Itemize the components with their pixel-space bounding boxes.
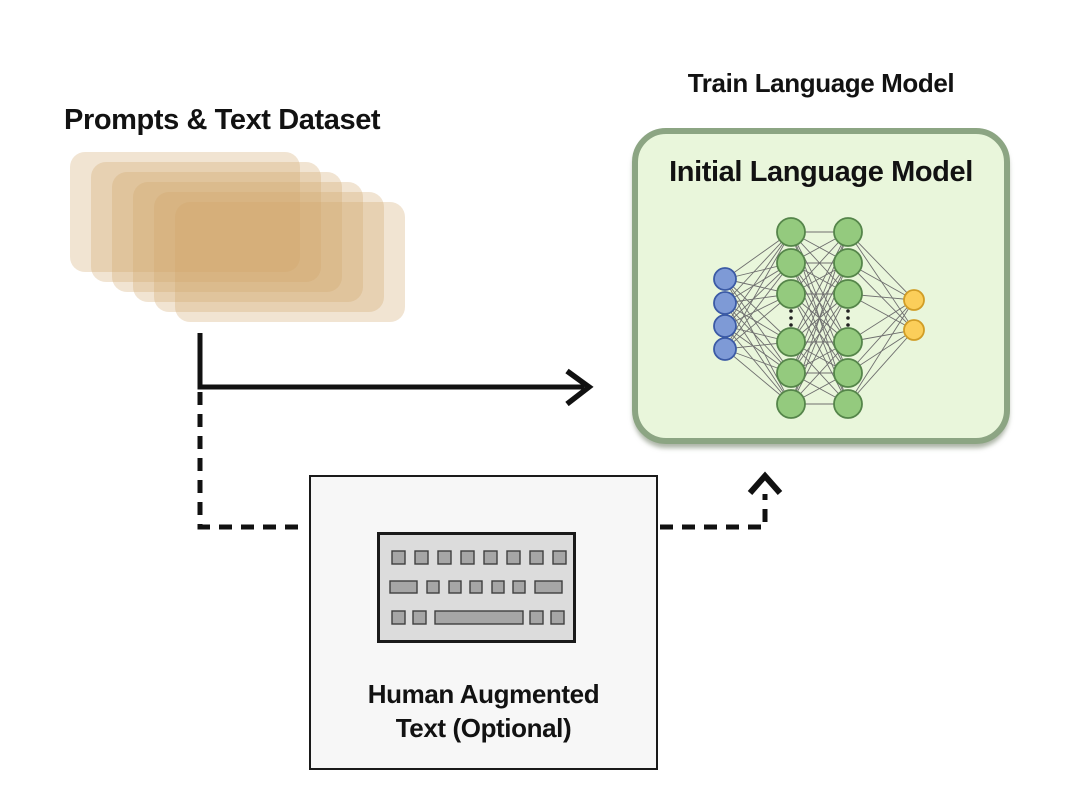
output-node	[903, 319, 925, 341]
initial-language-model-box: Initial Language Model	[632, 128, 1010, 444]
hidden2-node	[833, 248, 863, 278]
neural-network-illustration	[713, 217, 925, 419]
human-augmented-text-box: Human Augmented Text (Optional)	[309, 475, 658, 770]
train-language-model-label: Train Language Model	[687, 68, 955, 98]
input-node	[713, 267, 737, 291]
hidden1-node	[776, 279, 806, 309]
input-node	[713, 314, 737, 338]
prompts-dataset-label: Prompts & Text Dataset	[64, 104, 381, 136]
human-augmented-text-label: Human Augmented Text (Optional)	[367, 679, 600, 743]
hidden2-node	[833, 217, 863, 247]
initial-language-model-label: Initial Language Model	[669, 156, 973, 188]
dataset-card	[70, 152, 300, 272]
dataset-card	[91, 162, 321, 282]
hidden1-node	[776, 217, 806, 247]
hidden2-node	[833, 358, 863, 388]
hidden2-node	[833, 327, 863, 357]
arrow-head-up-icon	[747, 471, 783, 495]
dataset-branch-dashed-line	[197, 392, 306, 530]
hidden2-node	[833, 279, 863, 309]
keyboard-icon	[377, 532, 576, 643]
dataset-to-model-line	[197, 333, 584, 390]
dataset-card	[154, 192, 384, 312]
input-node	[713, 337, 737, 361]
human-to-model-dashed-line	[660, 494, 768, 530]
output-node	[903, 289, 925, 311]
hidden1-node	[776, 248, 806, 278]
hidden1-node	[776, 358, 806, 388]
hidden1-node	[776, 389, 806, 419]
arrow-head-right-icon	[565, 368, 594, 407]
dataset-card	[133, 182, 363, 302]
hidden2-node	[833, 389, 863, 419]
dataset-card	[175, 202, 405, 322]
input-node	[713, 291, 737, 315]
hidden1-node	[776, 327, 806, 357]
dataset-card	[112, 172, 342, 292]
